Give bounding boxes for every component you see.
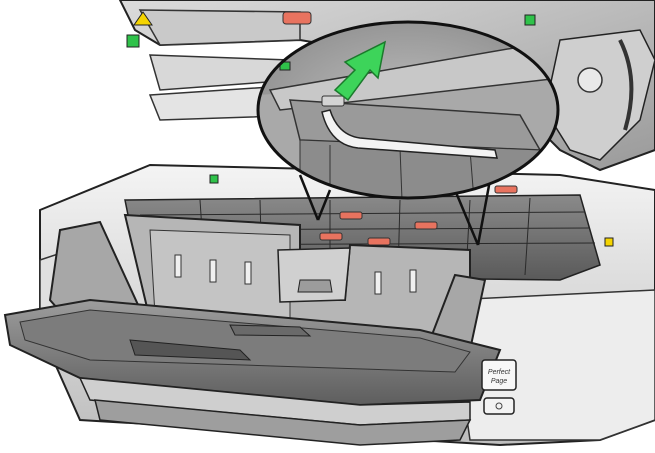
badge-line-1: Perfect: [488, 369, 511, 376]
separation-roller[interactable]: [367, 237, 391, 246]
power-button[interactable]: [483, 397, 515, 415]
separation-roller[interactable]: [319, 232, 343, 241]
warning-icon: [133, 11, 153, 26]
green-guide-left: [209, 174, 219, 184]
scanner-lid: [118, 0, 655, 172]
lid-roller-pad: [282, 11, 312, 25]
feed-roller[interactable]: [414, 221, 438, 230]
perfect-page-badge: [481, 359, 517, 391]
lid-green-latch-right: [524, 14, 536, 26]
roller-cover-module[interactable]: [123, 213, 471, 337]
operator-panel: Perfect Page: [481, 359, 517, 415]
feed-roller[interactable]: [339, 211, 363, 220]
cover-release-handle[interactable]: [277, 247, 351, 303]
magnifier-callout: [256, 20, 560, 200]
paper-guide-strip: [321, 109, 498, 159]
lid-green-latch-left: [126, 34, 140, 48]
input-tray[interactable]: [3, 220, 502, 446]
lift-direction-arrow-icon: [333, 40, 387, 102]
yellow-guide-right: [604, 237, 614, 247]
upper-roller: [494, 185, 518, 194]
badge-line-2: Page: [491, 378, 507, 385]
callout-pointer: [298, 174, 492, 246]
power-icon: [495, 402, 503, 410]
